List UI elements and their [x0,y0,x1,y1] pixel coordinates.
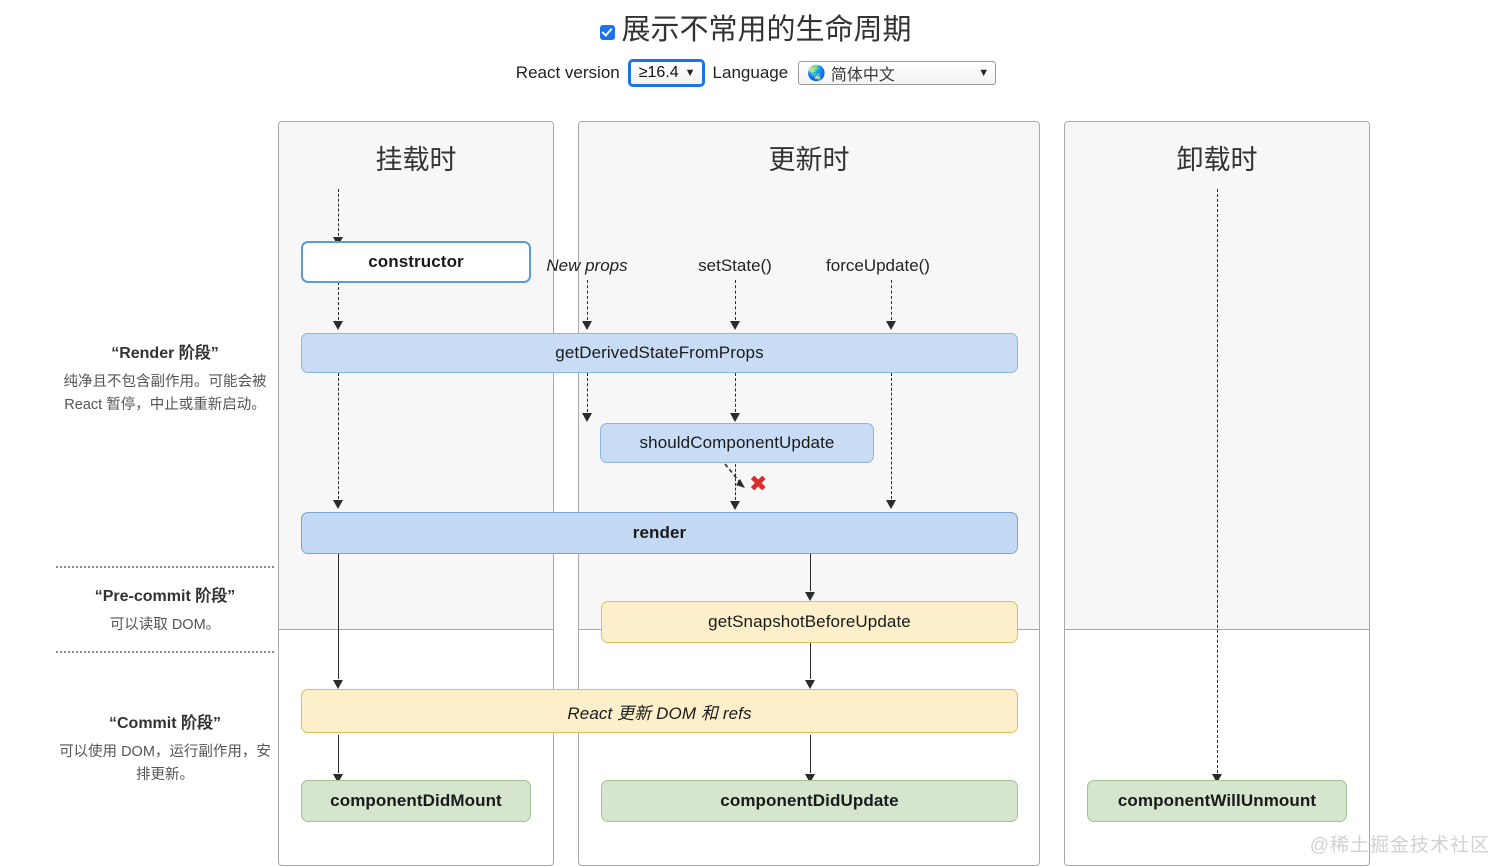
language-label: Language [712,63,789,83]
react-version-value: ≥16.4 [638,64,679,82]
box-get-derived-state-from-props[interactable]: getDerivedStateFromProps [301,333,1018,373]
trigger-new-props: New props [546,256,628,275]
box-render[interactable]: render [301,512,1018,554]
legend-pre-commit-phase: “Pre-commit 阶段” 可以读取 DOM。 [56,566,274,654]
legend-title: “Pre-commit 阶段” [94,588,236,605]
legend-description: 纯净且不包含副作用。可能会被 React 暂停，中止或重新启动。 [63,374,267,414]
page-title-label: 展示不常用的生命周期 [621,14,912,46]
react-version-select[interactable]: ≥16.4 ▼ [627,59,705,88]
show-uncommon-lifecycles-checkbox[interactable] [600,25,616,41]
language-value: 简体中文 [830,67,895,85]
column-mounting-title: 挂载时 [375,145,457,175]
box-get-snapshot-before-update[interactable]: getSnapshotBeforeUpdate [601,601,1018,643]
controls-row: React version ≥16.4 ▼ Language 🌏 简体中文 ▼ [0,59,1512,88]
box-component-did-mount[interactable]: componentDidMount [301,780,531,822]
chevron-down-icon: ▼ [684,66,696,79]
legend-render-phase: “Render 阶段” 纯净且不包含副作用。可能会被 React 暂停，中止或重… [56,339,274,418]
react-version-label: React version [515,63,620,83]
legend-title: “Commit 阶段” [108,715,221,732]
legend-description: 可以使用 DOM，运行副作用，安排更新。 [59,744,271,784]
page-title: 展示不常用的生命周期 [600,14,912,47]
box-react-updates-dom-and-refs[interactable]: React 更新 DOM 和 refs [301,689,1018,733]
skip-x-icon: ✖ [749,471,768,496]
legend-title: “Render 阶段” [111,345,219,362]
watermark: @稀土掘金技术社区 [1309,835,1490,856]
column-updating: 更新时 [578,121,1040,866]
column-unmounting-title: 卸载时 [1176,145,1258,175]
legend-description: 可以读取 DOM。 [109,617,221,633]
chevron-down-icon: ▼ [978,66,990,79]
box-component-will-unmount[interactable]: componentWillUnmount [1087,780,1347,822]
globe-icon: 🌏 [807,65,826,83]
arrow-scu-skip [724,463,745,488]
legend-commit-phase: “Commit 阶段” 可以使用 DOM，运行副作用，安排更新。 [56,709,274,788]
column-mounting: 挂载时 [278,121,554,866]
box-component-did-update[interactable]: componentDidUpdate [601,780,1018,822]
column-updating-title: 更新时 [768,145,850,175]
box-should-component-update[interactable]: shouldComponentUpdate [600,423,874,463]
page-header: 展示不常用的生命周期 React version ≥16.4 ▼ Languag… [0,0,1512,88]
lifecycle-diagram: “Render 阶段” 纯净且不包含副作用。可能会被 React 暂停，中止或重… [0,104,1512,867]
language-select[interactable]: 🌏 简体中文 ▼ [798,61,997,86]
trigger-force-update: forceUpdate() [826,256,930,275]
box-constructor[interactable]: constructor [301,241,531,283]
trigger-set-state: setState() [698,256,772,275]
phase-legend: “Render 阶段” 纯净且不包含副作用。可能会被 React 暂停，中止或重… [56,104,274,849]
